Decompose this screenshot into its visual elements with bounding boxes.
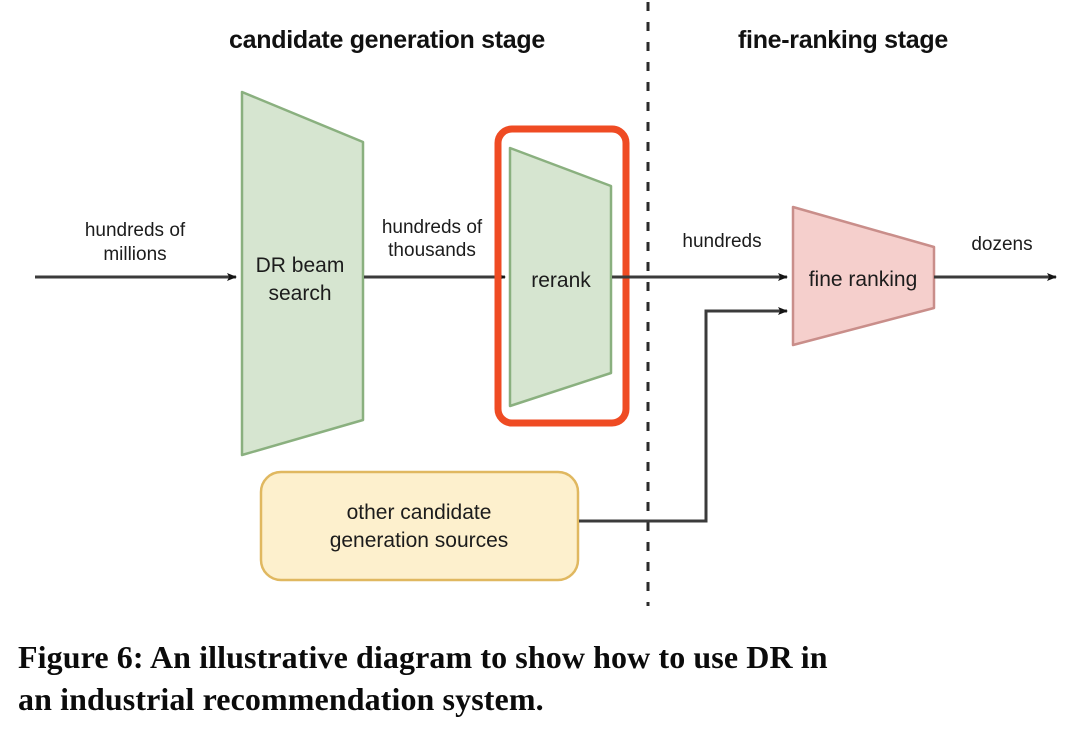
figure-caption: Figure 6: An illustrative diagram to sho… (18, 636, 1062, 720)
stage-heading-fine-ranking: fine-ranking stage (738, 26, 948, 54)
edge-label-hundreds-of-thousands-line1: hundreds of (382, 217, 483, 238)
edge-label-hundreds-of-thousands-line2: thousands (388, 240, 476, 261)
node-rerank-shape[interactable] (508, 146, 613, 408)
node-label-rerank: rerank (531, 269, 591, 292)
node-label-dr-beam-search-line2: search (268, 282, 331, 305)
edge-other-sources-to-fine-ranking-line (579, 307, 788, 523)
figure-caption-line-1: Figure 6: An illustrative diagram to sho… (18, 639, 828, 675)
node-label-dr-beam-search-line1: DR beam (256, 254, 345, 277)
edge-label-hundreds: hundreds (682, 231, 761, 252)
edge-label-hundreds-of-millions-line1: hundreds of (85, 220, 186, 241)
flow-diagram: candidate generation stage fine-ranking … (35, 2, 1057, 606)
node-fine-ranking-shape[interactable] (791, 205, 936, 347)
edge-label-dozens: dozens (971, 234, 1032, 255)
figure-caption-line-2: an industrial recommendation system. (18, 681, 544, 718)
node-label-other-candidate-sources-line1: other candidate (347, 501, 492, 524)
edge-label-hundreds-of-millions-line2: millions (103, 244, 166, 265)
node-other-candidate-sources-shape[interactable] (259, 470, 580, 582)
node-label-fine-ranking: fine ranking (809, 268, 918, 291)
node-dr-beam-search-shape[interactable] (240, 90, 365, 457)
node-label-other-candidate-sources-line2: generation sources (330, 529, 509, 552)
stage-heading-candidate-generation: candidate generation stage (229, 26, 545, 54)
